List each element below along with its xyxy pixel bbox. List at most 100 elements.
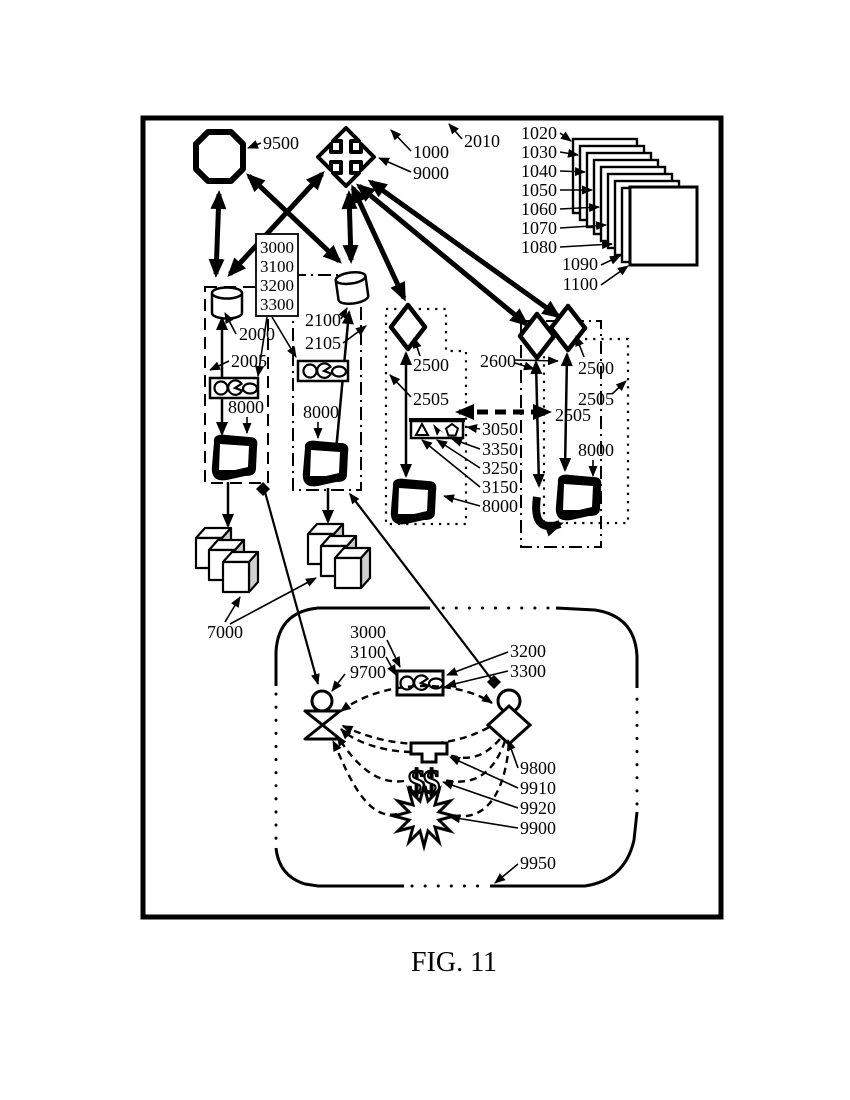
label-9000: 9000: [413, 163, 449, 183]
arc-burst-9700: [331, 740, 398, 816]
document-stack: [571, 137, 699, 267]
figure-caption: FIG. 11: [411, 947, 497, 978]
link-9800-to-box: [349, 492, 493, 681]
arc-9800-money: [442, 740, 507, 783]
leader-2005: [209, 360, 230, 371]
label-2505-center: 2505: [555, 405, 591, 425]
label-3200-bottom: 3200: [510, 641, 546, 661]
page-labels: 1020 1030 1040 1050 1060 1070 1080 1090 …: [521, 123, 598, 294]
arrow-9000-diamondB: [367, 179, 562, 319]
client-box-2005: [204, 286, 269, 484]
region-bottom-right: [490, 811, 639, 888]
label-8000-left: 8000: [228, 397, 264, 417]
label-3200-list: 3200: [260, 276, 294, 295]
region-bottom-left: [274, 847, 404, 888]
arrow-diamondB-blob: [559, 352, 573, 472]
label-9950: 9950: [520, 853, 556, 873]
link-box-to-9700: [263, 491, 320, 685]
leader-2100: [338, 307, 348, 320]
label-9500: 9500: [263, 133, 299, 153]
label-9900: 9900: [520, 818, 556, 838]
leader-3250: [436, 439, 481, 469]
move-cross-9000: [316, 126, 376, 188]
arc-widget-9700: [340, 728, 412, 754]
module-list-box: [255, 233, 299, 317]
label-1050: 1050: [521, 180, 557, 200]
octagon-9500: [193, 129, 246, 184]
leader-9700: [331, 673, 346, 692]
client-box-2105: [292, 274, 362, 491]
leader-list-to-strip2: [271, 316, 297, 358]
cube-cluster-left: [194, 526, 260, 594]
leader-list-to-strip1: [255, 316, 268, 377]
widget-9910: [409, 741, 449, 764]
page-leaders: [559, 131, 629, 286]
label-8000-2: 8000: [303, 402, 339, 422]
label-1080: 1080: [521, 237, 557, 257]
person-9800-body: [485, 703, 533, 747]
label-1090: 1090: [562, 254, 598, 274]
label-2000: 2000: [239, 324, 275, 344]
leader-9910: [449, 756, 519, 789]
label-3250: 3250: [482, 458, 518, 478]
label-1040: 1040: [521, 161, 557, 181]
hook-arrow: [532, 496, 564, 537]
pentagon-icon: [444, 422, 460, 437]
region-top-right: [555, 606, 639, 688]
leader-2500-mid: [412, 337, 422, 357]
module-icons-2: [302, 362, 348, 379]
leader-1090: [600, 255, 621, 266]
leader-3100-bottom: [385, 656, 397, 676]
cube-cluster-right: [306, 522, 372, 590]
label-3350: 3350: [482, 439, 518, 459]
label-8000-right: 8000: [578, 440, 614, 460]
label-1060: 1060: [521, 199, 557, 219]
leader-3300-bottom: [445, 670, 509, 689]
leader-3050: [466, 424, 481, 433]
leader-2105: [342, 325, 367, 344]
leader-9500: [247, 140, 262, 149]
module-icons-bottom: [399, 674, 445, 691]
diamond-2500-mid: [388, 302, 428, 352]
leader-9900: [449, 814, 519, 829]
device-8000-2: [302, 440, 349, 487]
label-2100: 2100: [305, 310, 341, 330]
leader-2505-mid: [389, 374, 412, 398]
leader-1060: [559, 203, 600, 213]
person-9700-head: [310, 689, 334, 713]
leader-1100: [600, 265, 629, 286]
label-7000: 7000: [207, 622, 243, 642]
label-2010: 2010: [464, 131, 500, 151]
arrow-diamondA-hook: [530, 360, 545, 488]
leader-7000-right: [229, 577, 317, 625]
cube: [333, 546, 372, 590]
label-2600: 2600: [480, 351, 516, 371]
database-cylinder-2100: [333, 269, 371, 307]
figure-frame: [140, 115, 724, 920]
client-box-2505-mid: [520, 320, 602, 548]
leader-9920: [442, 781, 519, 809]
cube: [221, 550, 260, 594]
label-3000-list: 3000: [260, 238, 294, 257]
leader-2600-a: [514, 361, 535, 371]
label-9800: 9800: [520, 758, 556, 778]
arrow-9000-cyl2100: [341, 190, 359, 264]
device-8000-mid: [390, 478, 437, 525]
leader-1070: [559, 221, 607, 231]
leader-9950: [494, 863, 519, 884]
arc-top: [339, 684, 493, 712]
label-2505-right: 2505: [578, 389, 614, 409]
region-top-left: [274, 606, 430, 686]
leader-2000: [224, 312, 237, 335]
leader-2505-right: [611, 380, 627, 395]
leader-1080: [559, 240, 613, 250]
label-9910: 9910: [520, 778, 556, 798]
label-3150: 3150: [482, 477, 518, 497]
label-3100-list: 3100: [260, 257, 294, 276]
label-3050: 3050: [482, 419, 518, 439]
label-2105: 2105: [305, 333, 341, 353]
leader-1020: [559, 131, 572, 142]
person-9700-body: [303, 709, 342, 741]
leader-1030: [559, 148, 579, 158]
